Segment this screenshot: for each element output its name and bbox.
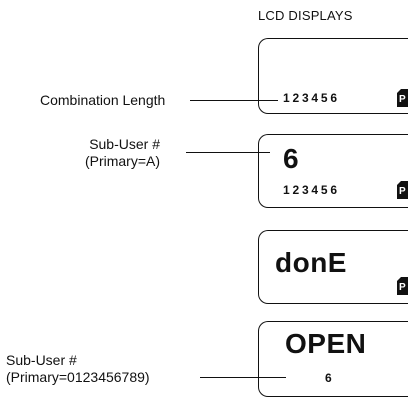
label-subuser-bottom-line2: (Primary=0123456789) [6,369,150,385]
lcd-digits-1: 123456 [283,91,340,105]
label-subuser-bottom: Sub-User # (Primary=0123456789) [6,352,150,386]
lcd-display-1: 123456 P [258,38,408,114]
label-combination-length: Combination Length [40,92,166,108]
lcd-display-3: donE P [258,230,408,304]
lcd-digits-4: 6 [325,371,335,385]
lcd-digits-2: 123456 [283,183,340,197]
leader-subuser-bottom [200,377,286,378]
lcd-main-2: 6 [283,143,300,174]
label-subuser-top-line1: Sub-User # [89,136,160,152]
lcd-main-4: OPEN [285,328,367,359]
lcd-display-4: OPEN 6 [258,321,408,397]
p-icon: P [397,277,408,295]
label-subuser-top-line2: (Primary=A) [84,153,160,169]
lcd-main-3: donE [275,247,347,278]
leader-combination-length [190,100,278,101]
p-icon: P [397,89,408,107]
diagram-title: LCD DISPLAYS [258,8,353,23]
p-icon: P [397,181,408,199]
label-subuser-top: Sub-User # (Primary=A) [30,136,160,170]
leader-subuser-top [186,152,270,153]
label-subuser-bottom-line1: Sub-User # [6,352,77,368]
lcd-display-2: 6 123456 P [258,134,408,208]
